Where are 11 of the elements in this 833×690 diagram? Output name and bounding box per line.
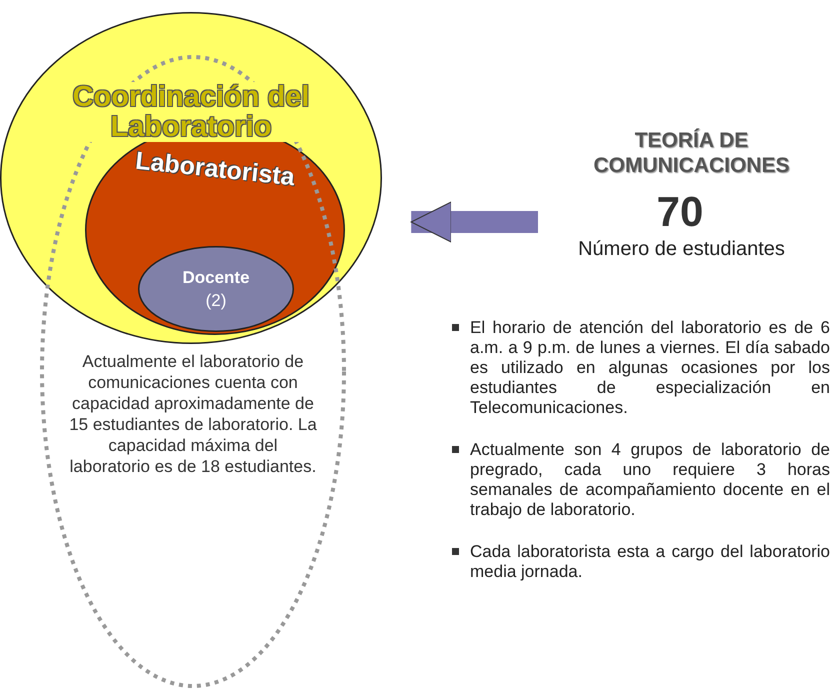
block-arrow xyxy=(410,202,538,242)
ellipse-title: Laboratorista xyxy=(133,146,297,194)
student-count: 70 xyxy=(656,188,704,236)
capacity-text: Actualmente el laboratorio de comunicaciones cuenta con capacidad aproximadamente de 15 estudiantes de laboratorio. La capacidad máxima del laboratorio es de 18 estudiantes. xyxy=(68,351,318,477)
count-text: (2) xyxy=(204,291,228,311)
bullet-text: Cada laboratorista esta a cargo del laboratorio media jornada. xyxy=(448,542,830,582)
count-label: Número de estudiantes xyxy=(577,238,786,261)
bullet-text: El horario de atención del laboratorio es de 6 a.m. a 9 p.m. de lunes a viernes. El día sabado es utilizado en algunas ocasiones por los estudiantes de especialización en Telecomunicaciones. xyxy=(448,318,830,418)
course-title: TEORÍA DE COMUNICACIONES xyxy=(592,128,790,178)
ellipse-title: Docente xyxy=(181,268,251,288)
bullet-text: Actualmente son 4 grupos de laboratorio de pregrado, cada uno requiere 3 horas semanales de acompañamiento docente en el trabajo de laboratorio. xyxy=(448,440,830,520)
